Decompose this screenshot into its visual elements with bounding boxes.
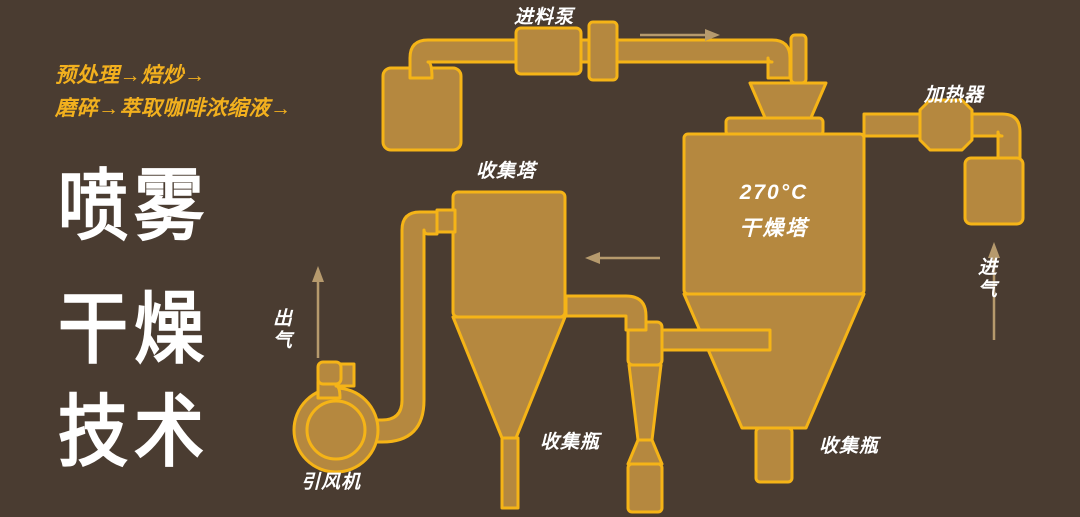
air-inlet-box bbox=[963, 156, 1025, 226]
heater-inlet-pipe bbox=[862, 112, 922, 138]
tower-top-plate bbox=[724, 116, 825, 137]
label-collection-tower: 收集塔 bbox=[476, 161, 537, 182]
label-collection-bottle-right: 收集瓶 bbox=[819, 436, 880, 457]
feed-pipe-right bbox=[615, 38, 792, 80]
page-title-line-1: 喷雾 bbox=[58, 162, 210, 250]
cyclone-inlet-stub bbox=[435, 208, 457, 234]
center-bottle-neck bbox=[626, 438, 664, 466]
arrow-outlet-head bbox=[312, 266, 324, 282]
drying-tower-caption: 270°C 干燥塔 bbox=[684, 175, 864, 246]
flow-arrows bbox=[312, 29, 1000, 358]
heater-outlet-pipe bbox=[970, 112, 1022, 164]
collection-bottle-right bbox=[754, 426, 794, 484]
collection-tower-cone bbox=[451, 315, 567, 440]
arrow-top-head bbox=[705, 29, 720, 41]
feed-tank bbox=[381, 66, 463, 152]
collection-bottle-center bbox=[626, 462, 664, 514]
label-induced-draft-fan: 引风机 bbox=[301, 472, 362, 493]
process-flow-line-1: 预处理→焙炒→ bbox=[55, 64, 206, 87]
tower-vent-stack bbox=[789, 33, 808, 85]
feed-pump-body bbox=[514, 26, 583, 76]
induced-draft-fan-rotor bbox=[305, 399, 367, 461]
label-air-intake: 进气 bbox=[975, 257, 996, 301]
process-flow-line-2: 磨碎→萃取咖啡浓缩液→ bbox=[55, 96, 292, 120]
label-feed-pump: 进料泵 bbox=[514, 7, 575, 28]
drying-tower-temperature: 270°C bbox=[739, 181, 809, 204]
feed-pump-flange bbox=[587, 20, 619, 82]
tower-hopper bbox=[748, 81, 828, 122]
arrow-middle-head bbox=[585, 252, 600, 264]
drying-tower-cone bbox=[682, 292, 866, 430]
cyclone-to-junction-pipe bbox=[564, 294, 648, 332]
label-collection-bottle-center: 收集瓶 bbox=[540, 432, 601, 453]
drying-tower-name: 干燥塔 bbox=[739, 216, 809, 240]
arrow-intake-head bbox=[988, 242, 1000, 258]
fan-outlet-stack bbox=[316, 360, 343, 386]
page-title-line-2: 干燥 bbox=[58, 285, 210, 373]
cyclone-discharge-pipe bbox=[500, 436, 520, 510]
center-funnel bbox=[627, 363, 663, 442]
process-flow-text: 预处理→焙炒→ 磨碎→萃取咖啡浓缩液→ bbox=[55, 60, 292, 125]
heater-body bbox=[918, 98, 974, 152]
label-air-outlet: 出气 bbox=[270, 308, 291, 352]
feed-pipe-left bbox=[408, 38, 518, 80]
label-heater: 加热器 bbox=[924, 85, 985, 106]
collection-tower-body bbox=[451, 190, 567, 319]
tower-to-cyclone-pipe bbox=[650, 328, 772, 352]
page-title-line-3: 技术 bbox=[58, 388, 210, 476]
